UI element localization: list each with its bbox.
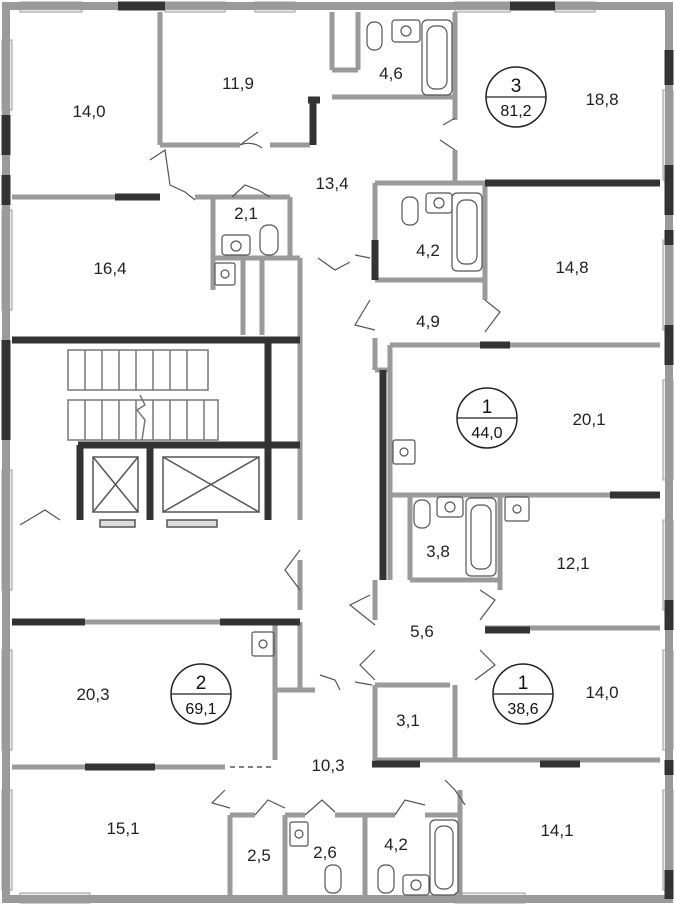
room-area-label: 18,8 <box>585 90 618 109</box>
apartment-number: 2 <box>196 673 207 694</box>
room-area-label: 2,1 <box>234 204 258 223</box>
apartment-number: 1 <box>482 397 493 418</box>
room-area-label: 12,1 <box>556 554 589 573</box>
elevator-large <box>162 456 260 513</box>
room-area-label: 20,1 <box>572 410 605 429</box>
sink-icon <box>402 874 430 896</box>
toilet-icon <box>413 499 431 529</box>
toilet-icon <box>259 224 279 256</box>
apartment-number: 1 <box>518 673 529 694</box>
room-area-label: 3,1 <box>396 711 420 730</box>
room-area-label: 15,1 <box>106 819 139 838</box>
sink-icon <box>221 234 251 256</box>
apartment-total-area: 44,0 <box>471 425 502 442</box>
room-area-label: 16,4 <box>93 259 126 278</box>
elevator-small <box>92 456 139 513</box>
sink-icon <box>214 262 236 286</box>
apartment-marker-1-lower: 1 38,6 <box>492 663 554 725</box>
room-area-label: 2,5 <box>247 846 271 865</box>
structural-walls <box>12 96 660 771</box>
door-swings <box>19 117 501 816</box>
room-area-label: 4,6 <box>379 64 403 83</box>
toilet-icon <box>377 864 395 894</box>
room-area-label: 14,1 <box>540 821 573 840</box>
sink-icon <box>436 496 464 518</box>
sink-icon <box>425 192 453 214</box>
apartment-total-area: 69,1 <box>185 701 216 718</box>
toilet-icon <box>324 864 342 894</box>
room-area-label: 3,8 <box>426 542 450 561</box>
apartment-total-area: 38,6 <box>507 701 538 718</box>
fixtures <box>214 19 530 896</box>
room-area-label: 4,2 <box>416 241 440 260</box>
room-area-label: 4,2 <box>384 835 408 854</box>
room-area-label: 14,0 <box>585 683 618 702</box>
stairwell <box>67 349 219 441</box>
room-area-label: 14,8 <box>555 258 588 277</box>
sink-icon <box>504 496 530 522</box>
bathtub-icon <box>429 819 459 896</box>
room-labels: 14,0 11,9 4,6 18,8 13,4 2,1 16,4 4,2 14,… <box>72 64 618 865</box>
apartment-number: 3 <box>511 76 522 97</box>
bathtub-icon <box>451 192 483 272</box>
apartment-marker-3: 3 81,2 <box>485 66 547 128</box>
room-area-label: 2,6 <box>313 843 337 862</box>
bathtub-icon <box>465 497 497 577</box>
apartment-total-area: 81,2 <box>500 103 531 120</box>
room-area-label: 4,9 <box>416 312 440 331</box>
room-area-label: 5,6 <box>410 622 434 641</box>
apartment-marker-2: 2 69,1 <box>170 663 232 725</box>
sink-icon <box>289 821 309 847</box>
elevators <box>92 456 260 528</box>
toilet-icon <box>366 21 383 51</box>
room-area-label: 14,0 <box>72 102 105 121</box>
bathtub-icon <box>421 19 453 96</box>
room-area-label: 11,9 <box>222 74 254 93</box>
room-area-label: 10,3 <box>311 756 344 775</box>
sink-icon <box>392 439 416 465</box>
sink-icon <box>391 19 421 43</box>
room-area-label: 20,3 <box>76 685 109 704</box>
apartment-marker-1-upper: 1 44,0 <box>456 387 518 449</box>
room-area-label: 13,4 <box>315 174 348 193</box>
toilet-icon <box>401 196 419 226</box>
sink-icon <box>251 631 275 657</box>
